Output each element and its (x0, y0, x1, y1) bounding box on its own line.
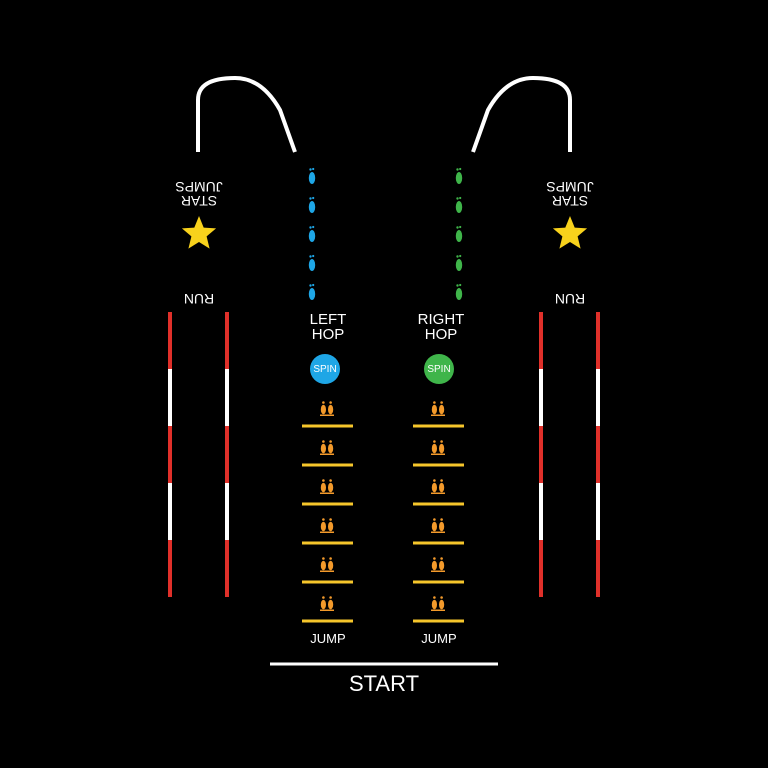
left-hop-label: LEFT HOP (309, 311, 347, 343)
left-jump-label: JUMP (310, 631, 346, 646)
footprint-icon (308, 167, 316, 184)
right-return-arc (471, 75, 572, 153)
right-star-jumps-label: STAR JUMPS (546, 179, 594, 209)
footprint-icon (308, 283, 316, 300)
footprint-icon (455, 196, 463, 213)
left-spin-circle: SPIN (310, 354, 340, 384)
start-label: START (348, 671, 420, 696)
pair-of-feet-icon (431, 518, 445, 533)
right-jump-label: JUMP (421, 631, 457, 646)
footprint-icon (308, 196, 316, 213)
footprint-icon (455, 225, 463, 242)
pair-of-feet-icon (431, 596, 445, 611)
pair-of-feet-icon (431, 440, 445, 455)
footprint-icon (455, 167, 463, 184)
pair-of-feet-icon (320, 479, 334, 494)
hop-footprints (308, 167, 463, 300)
pair-of-feet-icon (320, 518, 334, 533)
right-hop-label: RIGHT HOP (417, 311, 465, 343)
footprint-icon (308, 225, 316, 242)
pair-of-feet-icon (431, 557, 445, 572)
pair-of-feet-icon (320, 401, 334, 416)
pair-of-feet-icon (431, 401, 445, 416)
right-spin-circle: SPIN (424, 354, 454, 384)
footprint-icon (308, 254, 316, 271)
right-star-icon (552, 216, 588, 249)
pair-of-feet-icon (431, 479, 445, 494)
left-return-arc (196, 75, 297, 153)
right-run-label: RUN (554, 291, 586, 307)
left-star-jumps-label: STAR JUMPS (175, 179, 223, 209)
pair-of-feet-icon (320, 557, 334, 572)
left-star-icon (181, 216, 217, 249)
footprint-icon (455, 283, 463, 300)
pair-of-feet-icon (320, 440, 334, 455)
pair-of-feet-icon (320, 596, 334, 611)
ladders (302, 401, 464, 623)
left-run-label: RUN (183, 291, 215, 307)
footprint-icon (455, 254, 463, 271)
run-lanes (168, 312, 600, 597)
